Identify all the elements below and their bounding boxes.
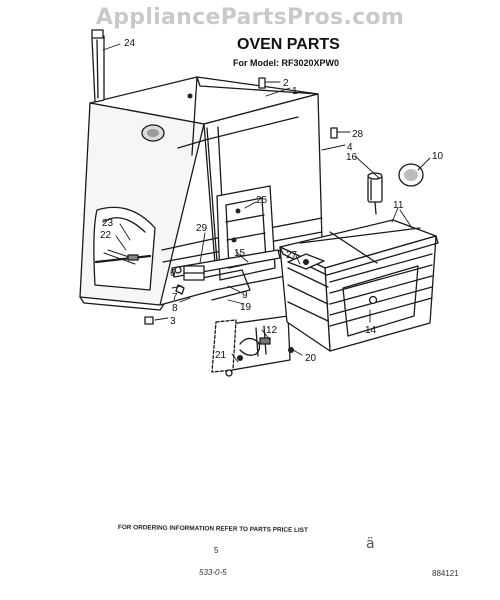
callout-4: 4 bbox=[347, 142, 353, 153]
callout-10: 10 bbox=[432, 151, 444, 162]
part-list-code: 884121 bbox=[432, 569, 459, 578]
callout-27: 27 bbox=[286, 250, 298, 261]
callout-7: 7 bbox=[172, 292, 178, 303]
oven-liner bbox=[79, 76, 323, 311]
callout-28: 28 bbox=[352, 129, 364, 140]
callout-25: 25 bbox=[256, 195, 268, 206]
document-code: 533-0-5 bbox=[199, 568, 227, 577]
callout-19: 19 bbox=[240, 302, 252, 313]
callout-24: 24 bbox=[124, 38, 136, 49]
callout-21: 21 bbox=[215, 350, 227, 361]
callout-1: 1 bbox=[292, 86, 298, 97]
leader-lines bbox=[102, 43, 431, 363]
callout-14: 14 bbox=[365, 325, 377, 336]
page-number: 5 bbox=[214, 546, 219, 555]
watermark: AppliancePartsPros.com bbox=[95, 5, 405, 30]
model-subtitle: For Model: RF3020XPW0 bbox=[233, 58, 340, 68]
hinge-assembly bbox=[174, 265, 205, 295]
oven-rack-box bbox=[279, 219, 439, 352]
light-socket bbox=[367, 172, 383, 215]
callout-15: 15 bbox=[234, 248, 246, 259]
callout-23: 23 bbox=[102, 218, 114, 229]
callout-29: 29 bbox=[196, 223, 208, 234]
callout-9: 9 bbox=[242, 290, 248, 301]
callout-6: 6 bbox=[170, 268, 176, 279]
callout-8: 8 bbox=[172, 303, 178, 314]
handwritten-mark: ä bbox=[366, 536, 375, 552]
broiler-pan-assembly bbox=[211, 315, 294, 373]
callout-22: 22 bbox=[100, 230, 112, 241]
callout-12: 12 bbox=[266, 325, 278, 336]
callout-numbers: 24 2 1 28 4 16 10 11 25 29 15 23 22 27 6… bbox=[100, 38, 444, 364]
callout-20: 20 bbox=[305, 353, 317, 364]
callout-16: 16 bbox=[346, 152, 358, 163]
bake-element bbox=[94, 249, 152, 265]
bracket-24 bbox=[91, 29, 105, 103]
screws bbox=[144, 77, 338, 377]
diagram-title: OVEN PARTS bbox=[237, 36, 340, 53]
callout-11: 11 bbox=[393, 200, 404, 211]
callout-3: 3 bbox=[170, 316, 176, 327]
callout-2: 2 bbox=[283, 78, 289, 89]
light-lens bbox=[398, 163, 424, 187]
